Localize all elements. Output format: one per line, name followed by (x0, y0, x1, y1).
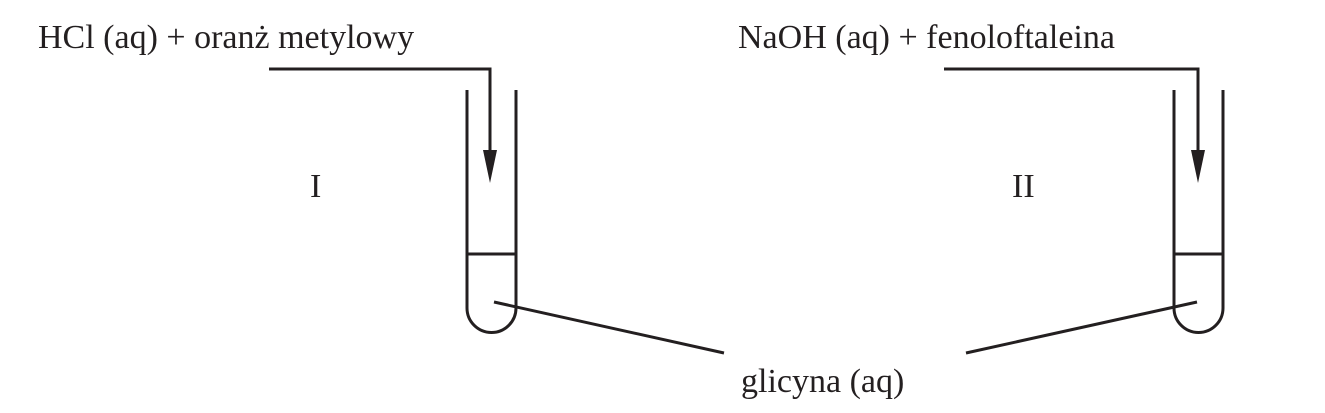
test-tube-left (465, 90, 518, 334)
tube-numeral-right: II (1012, 168, 1035, 205)
reagent-arrow-left-head (483, 150, 497, 183)
reagent-label-right: NaOH (aq) + fenoloftaleina (738, 19, 1115, 56)
sample-leader-left (493, 300, 725, 355)
reagent-arrow-right-line (944, 67, 1200, 160)
sample-leader-right (965, 300, 1198, 355)
sample-label: glicyna (aq) (741, 363, 904, 400)
tube-numeral-left: I (310, 168, 321, 205)
reagent-arrow-left (269, 67, 497, 183)
reagent-arrow-left-line (269, 67, 492, 160)
reagent-arrow-right (944, 67, 1205, 183)
reagent-label-left: HCl (aq) + oranż metylowy (38, 19, 414, 56)
test-tube-right (1172, 90, 1225, 334)
test-tube-right-outline (1172, 90, 1225, 334)
test-tube-left-outline (465, 90, 518, 334)
reagent-arrow-right-head (1191, 150, 1205, 183)
